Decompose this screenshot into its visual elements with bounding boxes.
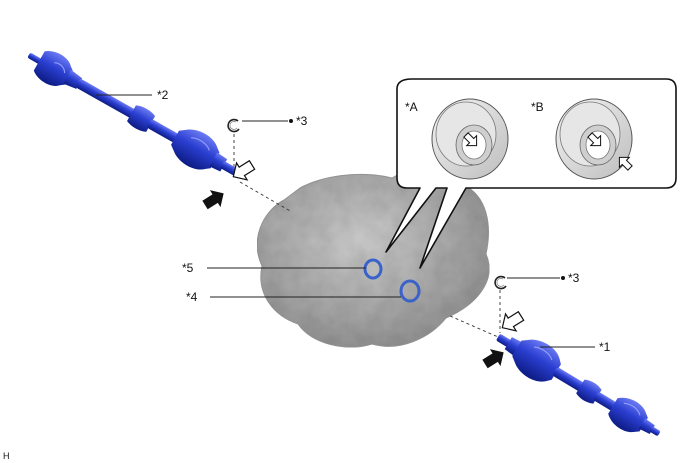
arrow-filled-lower-icon [482,349,504,369]
label-part-2: *2 [157,88,169,102]
bullet-dot-lower [561,276,565,280]
snap-ring-upper [227,118,240,133]
label-inset-a: *A [405,100,418,114]
drive-shaft-upper [28,51,239,176]
label-part-5: *5 [182,261,194,275]
label-inset-b: *B [531,100,544,114]
label-part-3-upper: *3 [296,114,308,128]
snap-ring-lower [494,275,507,290]
label-part-3-lower: *3 [568,271,580,285]
drive-shaft-lower [496,334,660,436]
label-part-4: *4 [186,290,198,304]
seal-detail-a [431,98,509,180]
leader-lines [96,94,595,348]
arrow-outline-upper-icon [232,159,256,181]
alignment-lines [233,134,506,341]
arrow-filled-upper-icon [202,190,224,210]
label-part-1: *1 [599,340,611,354]
oring-4 [399,279,421,303]
arrow-outline-lower-icon [501,310,525,332]
oring-5 [363,258,383,280]
bullet-dot-upper [289,119,293,123]
seal-detail-b [555,98,633,180]
corner-mark: H [3,451,10,461]
